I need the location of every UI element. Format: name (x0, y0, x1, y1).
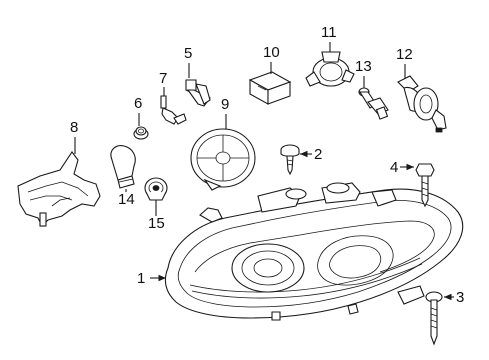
connector-part-5 (185, 79, 211, 107)
socket-part-15 (144, 177, 168, 201)
headlamp-assembly (164, 182, 464, 321)
bulb-socket-part-11 (305, 51, 355, 87)
callout-4-label: 4 (390, 159, 398, 176)
cover-disc-part-9 (190, 128, 256, 191)
callout-3-label: 3 (456, 289, 464, 306)
callout-4: 4 (390, 159, 414, 176)
callout-8-label: 8 (70, 119, 78, 136)
callout-14-label: 14 (118, 191, 135, 208)
callout-8: 8 (70, 119, 78, 154)
callout-11-label: 11 (321, 24, 337, 41)
callout-7: 7 (159, 70, 167, 96)
callout-15-label: 15 (148, 215, 165, 232)
callout-11: 11 (321, 24, 337, 52)
callout-10: 10 (263, 44, 280, 74)
callout-2-label: 2 (314, 146, 322, 163)
callout-3: 3 (444, 289, 464, 306)
callout-13-label: 13 (355, 58, 372, 75)
callout-1-label: 1 (137, 270, 145, 287)
bracket-part-8 (17, 151, 101, 227)
callout-6-label: 6 (134, 95, 142, 112)
callout-12-label: 12 (396, 46, 413, 63)
control-unit-part-10 (248, 71, 292, 105)
callout-5-label: 5 (184, 45, 192, 62)
hid-bulb-part-12 (397, 75, 447, 133)
callout-13: 13 (355, 58, 372, 88)
callout-2: 2 (300, 146, 322, 163)
callout-9-label: 9 (221, 96, 229, 113)
callout-9: 9 (221, 96, 229, 129)
callout-10-label: 10 (263, 44, 280, 61)
clip-part-7 (160, 95, 187, 125)
callout-14: 14 (118, 189, 135, 208)
callout-1: 1 (137, 270, 166, 287)
callout-7-label: 7 (159, 70, 167, 87)
callout-6: 6 (134, 95, 142, 126)
bolt-part-3 (425, 291, 443, 346)
small-bulb-part-13 (358, 87, 389, 120)
bulb-part-14 (110, 145, 136, 189)
callout-15: 15 (148, 200, 165, 232)
grommet-part-6 (133, 126, 149, 140)
screw-part-2 (280, 144, 300, 176)
callout-5: 5 (184, 45, 192, 78)
callout-12: 12 (396, 46, 413, 78)
bolt-part-4 (415, 163, 435, 208)
